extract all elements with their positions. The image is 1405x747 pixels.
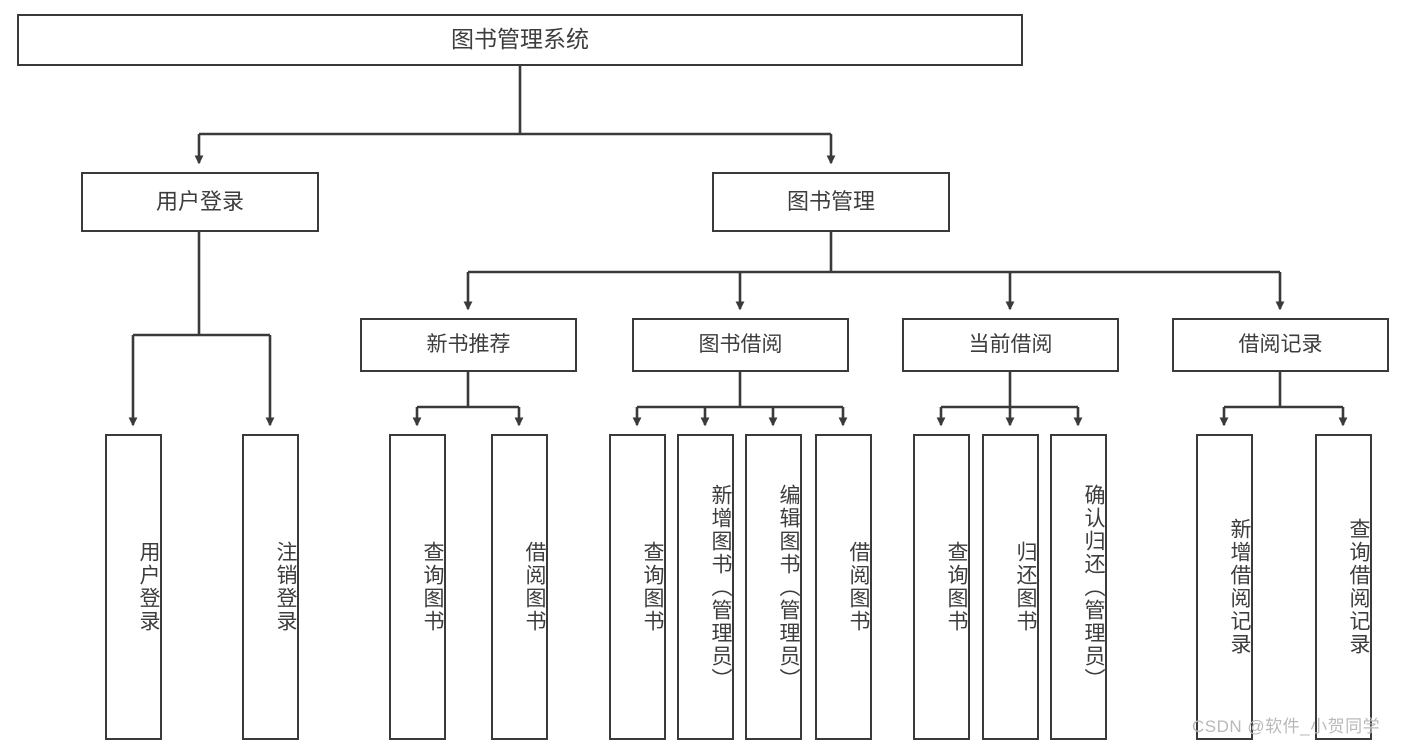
leaf-query-book[interactable]: 查询图书 (609, 434, 666, 740)
node-label: 归还图书 (1014, 541, 1037, 633)
leaf-borrow-book-recommend[interactable]: 借阅图书 (491, 434, 548, 740)
node-new-book-recommend[interactable]: 新书推荐 (360, 318, 577, 372)
leaf-query-borrow-record[interactable]: 查询借阅记录 (1315, 434, 1372, 740)
node-label: 新书推荐 (426, 332, 511, 356)
node-label: 查询图书 (421, 541, 444, 633)
node-label: 借阅图书 (523, 541, 546, 633)
node-label: 查询图书 (641, 541, 664, 633)
leaf-query-book-recommend[interactable]: 查询图书 (389, 434, 446, 740)
leaf-confirm-return-admin[interactable]: 确认归还（管理员） (1050, 434, 1107, 740)
node-root-system[interactable]: 图书管理系统 (17, 14, 1023, 66)
leaf-add-book-admin[interactable]: 新增图书（管理员） (677, 434, 734, 740)
node-label: 确认归还（管理员） (1082, 483, 1105, 691)
leaf-add-borrow-record[interactable]: 新增借阅记录 (1196, 434, 1253, 740)
leaf-user-login[interactable]: 用户登录 (105, 434, 162, 740)
leaf-borrow-book[interactable]: 借阅图书 (815, 434, 872, 740)
node-label: 借阅图书 (847, 541, 870, 633)
node-borrow-record[interactable]: 借阅记录 (1172, 318, 1389, 372)
node-label: 图书管理系统 (451, 26, 589, 53)
node-user-login[interactable]: 用户登录 (81, 172, 319, 232)
node-label: 查询借阅记录 (1347, 518, 1370, 656)
node-book-borrow[interactable]: 图书借阅 (632, 318, 849, 372)
node-label: 编辑图书（管理员） (777, 483, 800, 691)
node-current-borrow[interactable]: 当前借阅 (902, 318, 1119, 372)
node-label: 用户登录 (155, 189, 244, 215)
leaf-logout[interactable]: 注销登录 (242, 434, 299, 740)
node-label: 查询图书 (945, 541, 968, 633)
node-label: 新增图书（管理员） (709, 483, 732, 691)
node-label: 当前借阅 (968, 332, 1053, 356)
node-label: 图书借阅 (698, 332, 783, 356)
node-label: 借阅记录 (1238, 332, 1323, 356)
node-label: 用户登录 (137, 541, 160, 633)
watermark-text: CSDN @软件_小贺同学 (1192, 717, 1381, 736)
leaf-return-book[interactable]: 归还图书 (982, 434, 1039, 740)
node-label: 图书管理 (786, 189, 875, 215)
leaf-query-book-current[interactable]: 查询图书 (913, 434, 970, 740)
node-book-management[interactable]: 图书管理 (712, 172, 950, 232)
node-label: 新增借阅记录 (1228, 518, 1251, 656)
leaf-edit-book-admin[interactable]: 编辑图书（管理员） (745, 434, 802, 740)
node-label: 注销登录 (274, 541, 297, 633)
